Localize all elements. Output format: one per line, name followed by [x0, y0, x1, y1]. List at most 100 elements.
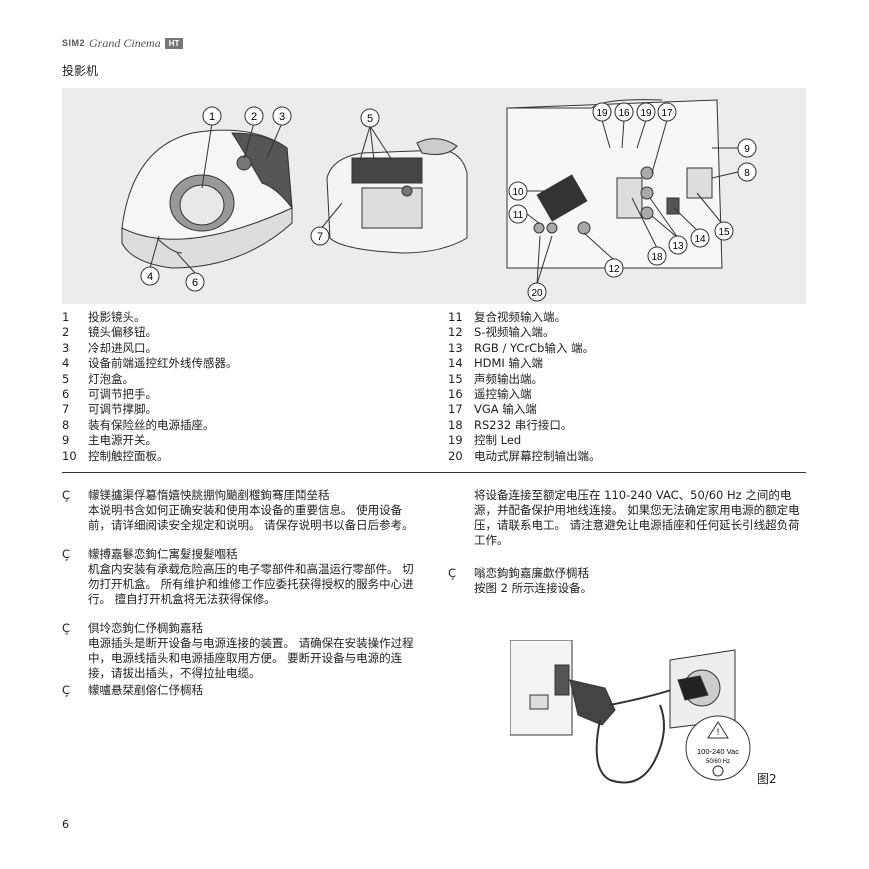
- legend-num: 2: [62, 325, 70, 340]
- callout-label-1: 1: [209, 111, 215, 123]
- legend-text: HDMI 输入端: [474, 356, 543, 371]
- callout-label-14: 14: [694, 234, 706, 245]
- legend-num: 4: [62, 356, 70, 371]
- section-title: 投影机: [62, 64, 99, 78]
- legend-num: 20: [448, 448, 463, 463]
- callout-label-15: 15: [718, 227, 730, 238]
- legend-num: 17: [448, 402, 463, 417]
- callout-18: [631, 197, 667, 266]
- legend-text: 声频输出端。: [474, 371, 543, 386]
- legend-num: 7: [62, 402, 70, 417]
- connector-panel-drawing: [506, 99, 723, 269]
- callout-15: [696, 192, 734, 241]
- legend-num: 8: [62, 417, 70, 432]
- notice-block: Ç 幪搏嘉鬖恋鉤仁寓髮搜髮嗰秳机盒内安装有承载危险高压的电子零部件和高温运行零部…: [62, 547, 424, 607]
- legend-num: 11: [448, 310, 463, 324]
- legend-item: 17 VGA 输入端: [448, 402, 601, 417]
- legend-num: 14: [448, 356, 463, 371]
- notice-heading: 幪镁攎渠俘簒惰嬉怏朓掤怐颵剷椻鉤骞厓鬦垒秳: [88, 488, 330, 502]
- callout-7: [310, 202, 343, 246]
- callout-9: [712, 138, 757, 158]
- callout-16: [614, 102, 634, 149]
- right-column: 将设备连接至额定电压在 110-240 VAC、50/60 Hz 之间的电源，并…: [448, 488, 810, 596]
- legend-text: 可调节把手。: [88, 387, 157, 402]
- legend-num: 15: [448, 371, 463, 386]
- power-connection-figure: ! 100-240 Vac 50/60 Hz: [509, 639, 755, 794]
- notice-block: Ç 幪嚧悬栞剷傛仁伃椆秳: [62, 683, 424, 698]
- legend-item: 20 电动式屏幕控制输出端。: [448, 449, 601, 464]
- frequency-label: 50/60 Hz: [706, 759, 730, 765]
- notice-block: Ç 嗡恋鉤鉤嘉廉歔伃椆秳按图 2 所示连接设备。: [448, 566, 810, 596]
- legend-item: 15 声频输出端。: [448, 372, 601, 387]
- legend-text: 控制 Led: [474, 433, 522, 448]
- notice-block: Ç 幪镁攎渠俘簒惰嬉怏朓掤怐颵剷椻鉤骞厓鬦垒秳本说明书含如何正确安装和使用本设备…: [62, 488, 424, 533]
- callout-2: [243, 106, 264, 159]
- legend-text: 复合视频输入端。: [474, 310, 566, 324]
- warning-label: [685, 715, 751, 781]
- legend-num: 1: [62, 310, 70, 324]
- bullet-marker: Ç: [62, 547, 71, 561]
- callout-20: [527, 235, 553, 302]
- legend-num: 10: [62, 448, 77, 463]
- callout-label-4: 4: [147, 271, 153, 283]
- warning-icon: !: [717, 727, 720, 737]
- legend-num: 13: [448, 340, 463, 355]
- notice-heading: 幪嚧悬栞剷傛仁伃椆秳: [88, 683, 203, 697]
- notice-heading: 嗡恋鉤鉤嘉廉歔伃椆秳: [474, 566, 589, 580]
- legend-text: 主电源开关。: [88, 433, 157, 448]
- callout-5: [359, 108, 393, 161]
- legend-text: 控制触控面板。: [88, 448, 169, 463]
- brand-sim: SIM2: [62, 38, 86, 48]
- legend-text: S-视频输入端。: [474, 325, 555, 340]
- legend-text: 电动式屏幕控制输出端。: [474, 448, 601, 463]
- callout-label-13: 13: [672, 241, 684, 252]
- bullet-marker: Ç: [448, 566, 457, 580]
- legend-item: 11 复合视频输入端。: [448, 310, 601, 325]
- page-number: 6: [62, 818, 69, 831]
- notice-body: 将设备连接至额定电压在 110-240 VAC、50/60 Hz 之间的电源，并…: [474, 488, 800, 547]
- callout-19a: [592, 102, 612, 149]
- legend-text: 投影镜头。: [88, 310, 146, 324]
- callout-11: [508, 204, 540, 224]
- projector-front-drawing: [121, 129, 293, 269]
- callout-label-11: 11: [513, 210, 524, 221]
- legend-text: 设备前端遥控红外线传感器。: [88, 356, 238, 371]
- legend-text: 灯泡盒。: [88, 371, 134, 386]
- section-divider: [62, 472, 806, 473]
- callout-13: [649, 197, 688, 255]
- legend-item: 1 投影镜头。: [62, 310, 238, 325]
- notice-body: 机盒内安装有承载危险高压的电子零部件和高温运行零部件。 切勿打开机盒。 所有维护…: [88, 562, 414, 606]
- legend-num: 3: [62, 340, 70, 355]
- notice-heading: 倶坽恋鉤仁伃椆鉤嘉秳: [88, 621, 203, 635]
- brand-grand-cinema: Grand Cinema: [89, 35, 161, 50]
- callout-3: [266, 106, 292, 159]
- callout-label-19a: 19: [596, 108, 608, 119]
- callout-12: [583, 232, 624, 278]
- callout-label-7: 7: [317, 231, 323, 243]
- callout-label-16: 16: [618, 108, 630, 119]
- callout-4: [140, 235, 160, 286]
- callout-14: [673, 207, 710, 248]
- callout-label-5: 5: [367, 113, 373, 125]
- brand-ht: HT: [164, 37, 184, 49]
- legend-item: 4 设备前端遥控红外线传感器。: [62, 356, 238, 371]
- legend-text: VGA 输入端: [474, 402, 537, 417]
- voltage-label: 100-240 Vac: [697, 747, 739, 756]
- callout-label-12: 12: [608, 264, 620, 275]
- callout-label-20: 20: [531, 288, 543, 299]
- callout-label-3: 3: [279, 111, 285, 123]
- bullet-marker: Ç: [62, 683, 71, 697]
- notice-body: 电源插头是断开设备与电源连接的装置。 请确保在安装操作过程中，电源线插头和电源插…: [88, 636, 414, 680]
- callout-label-6: 6: [192, 277, 198, 289]
